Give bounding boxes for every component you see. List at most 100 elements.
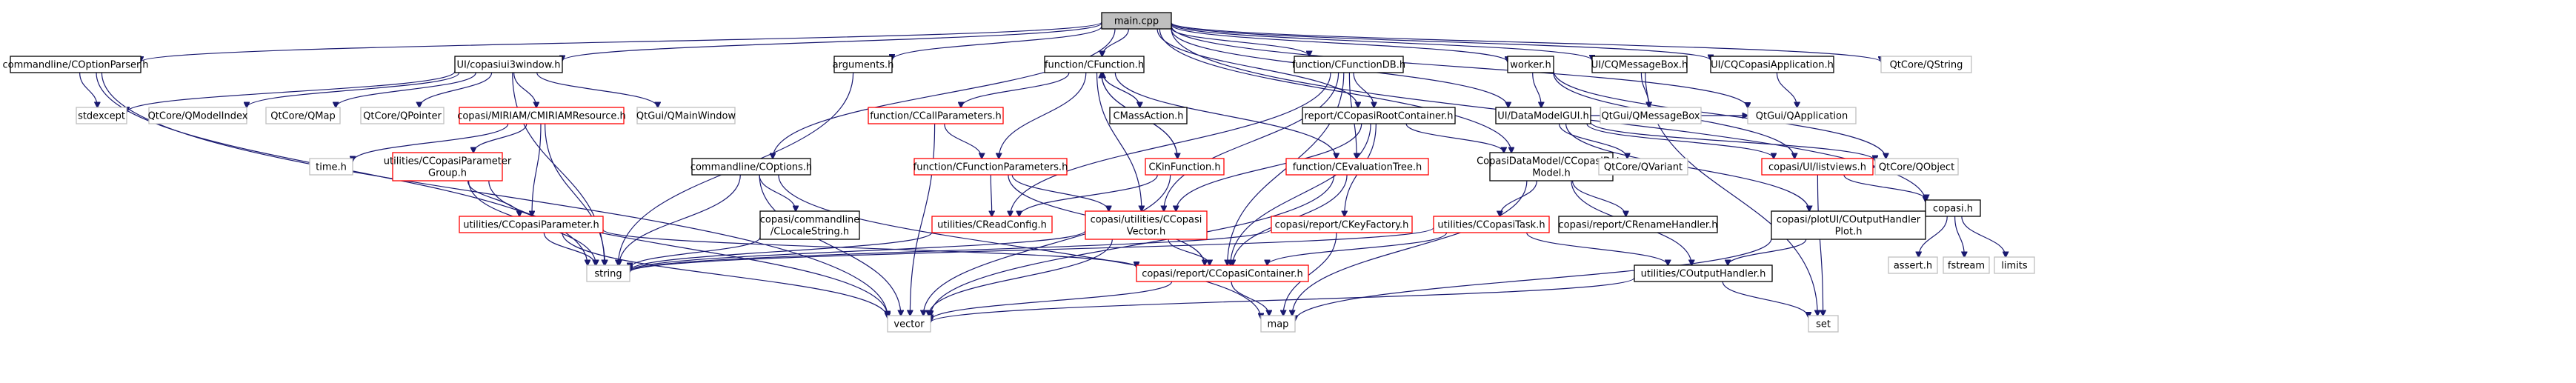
node-box (1109, 107, 1188, 124)
edge-main-to-coptions (773, 28, 1116, 159)
edge-main-to-copasiui3window (562, 22, 1102, 61)
edge-cfunctionparameters-to-ccopasivector (1011, 174, 1108, 211)
node-label: /CLocaleString.h (771, 227, 849, 238)
edge-cfunction-to-cfunctionparameters (999, 72, 1087, 159)
node-label: copasi/UI/listviews.h (1768, 162, 1866, 173)
node-ccopasitask[interactable]: utilities/CCopasiTask.h (1433, 216, 1550, 233)
node-label: QtCore/QVariant (1604, 162, 1683, 173)
node-cdatamodelgui[interactable]: UI/DataModelGUI.h (1495, 107, 1591, 124)
node-cfunctionparameters[interactable]: function/CFunctionParameters.h (913, 158, 1068, 176)
node-qmainwindow: QtGui/QMainWindow (636, 107, 736, 124)
node-label: UI/CQMessageBox.h (1591, 60, 1688, 71)
node-ccopasirootcontainer[interactable]: report/CCopasiRootContainer.h (1302, 107, 1456, 124)
edge-cmiriamresource-to-time (353, 123, 509, 161)
edge-cmiriamresource-to-ccopasiparametergroup (473, 123, 527, 153)
node-cevaluationtree[interactable]: function/CEvaluationTree.h (1285, 158, 1429, 176)
node-coptionparser[interactable]: commandline/COptionParser.h (2, 56, 149, 73)
node-box (1507, 56, 1554, 73)
node-label: UI/DataModelGUI.h (1497, 111, 1589, 122)
edge-cmiriamresource-to-string (545, 123, 605, 265)
edge-copasiui3window-to-qmodelindex (247, 72, 460, 107)
node-box (1747, 107, 1857, 124)
node-box (1710, 56, 1834, 73)
edge-ccallparameters-to-cfunctionparameters (944, 123, 982, 159)
node-label: copasi.h (1933, 204, 1973, 215)
edge-ccopasitask-to-coutputhandler (1526, 232, 1668, 265)
node-box (1044, 56, 1145, 73)
node-label: worker.h (1510, 60, 1551, 71)
edge-creadconfig-to-string (630, 232, 933, 270)
node-box (1598, 158, 1688, 176)
node-ccallparameters[interactable]: function/CCallParameters.h (868, 107, 1004, 124)
node-fstream: fstream (1943, 256, 1990, 274)
edge-ccopasidatamodel-to-map (1292, 180, 1528, 316)
node-label: UI/CQCopasiApplication.h (1711, 60, 1834, 71)
edge-cqcopasiapplication-to-qapplication (1776, 72, 1797, 107)
node-creadconfig[interactable]: utilities/CReadConfig.h (931, 216, 1053, 233)
node-arguments[interactable]: arguments.h (833, 56, 894, 73)
edge-ckinfunction-to-creadconfig (1019, 174, 1158, 216)
node-box (459, 216, 604, 233)
node-box (1600, 107, 1702, 124)
edge-coptionparser-to-stdexcept (79, 72, 98, 107)
node-box (76, 107, 127, 124)
node-box (1558, 216, 1718, 233)
node-cfunctiondb[interactable]: function/CFunctionDB.h (1292, 56, 1405, 73)
node-box (1874, 158, 1959, 176)
node-copasi_h[interactable]: copasi.h (1925, 199, 1981, 217)
edge-cdatamodelgui-to-qvariant (1558, 123, 1628, 159)
node-label: QtGui/QMessageBox (1601, 111, 1700, 122)
edge-ccopasirootcontainer-to-ccopasicontainer (1231, 123, 1371, 265)
node-ccopasicontainer[interactable]: copasi/report/CCopasiContainer.h (1136, 264, 1309, 282)
node-ckeyfactory[interactable]: copasi/report/CKeyFactory.h (1271, 216, 1413, 233)
node-label: copasi/report/CKeyFactory.h (1275, 220, 1409, 231)
edge-coptions-to-vector (759, 174, 901, 316)
node-box (1925, 199, 1981, 217)
node-cqcopasiapplication[interactable]: UI/CQCopasiApplication.h (1710, 56, 1834, 73)
edge-ckeyfactory-to-map (1283, 232, 1337, 316)
edge-copasi_h-to-limits (1961, 216, 2006, 257)
node-label: utilities/CCopasiParameter (384, 156, 512, 167)
node-clocalestring[interactable]: copasi/commandline/CLocaleString.h (759, 210, 860, 240)
edge-ccopasitask-to-string (630, 227, 1434, 272)
node-cfunction[interactable]: function/CFunction.h (1044, 56, 1145, 73)
node-worker[interactable]: worker.h (1507, 56, 1554, 73)
node-main[interactable]: main.cpp (1101, 12, 1172, 30)
edge-copasiui3window-to-string (512, 72, 605, 265)
edge-cdatamodelgui-to-qobject (1590, 121, 1875, 161)
node-ckinfunction[interactable]: CKinFunction.h (1145, 158, 1225, 176)
node-label: limits (2001, 261, 2028, 272)
edge-ccopasivector-to-string (630, 230, 1086, 271)
edge-copasiui3window-to-qmap (336, 72, 476, 107)
node-label: assert.h (1894, 261, 1932, 272)
node-label: copasi/MIRIAM/CMIRIAMResource.h (457, 111, 626, 122)
node-set: set (1808, 315, 1839, 333)
node-coptions[interactable]: commandline/COptions.h (690, 158, 812, 176)
node-cqmessagebox[interactable]: UI/CQMessageBox.h (1591, 56, 1688, 73)
edge-ccallparameters-to-vector (910, 123, 936, 316)
node-box (1433, 216, 1550, 233)
edge-main-to-worker (1171, 24, 1508, 61)
node-listviews[interactable]: copasi/UI/listviews.h (1761, 158, 1874, 176)
node-crenamehandler[interactable]: copasi/report/CRenameHandler.h (1558, 216, 1718, 233)
node-box (1260, 315, 1296, 333)
edge-main-to-cfunction (1102, 28, 1129, 56)
edge-main-to-qapplication (1171, 25, 1748, 108)
node-copasiui3window[interactable]: UI/copasiui3window.h (454, 56, 563, 73)
node-cmiriamresource[interactable]: copasi/MIRIAM/CMIRIAMResource.h (457, 107, 626, 124)
edge-listviews-to-set (1817, 174, 1823, 316)
node-coutputhandler[interactable]: utilities/COutputHandler.h (1634, 264, 1773, 282)
edge-cfunction-to-cevaluationtree (1114, 72, 1336, 159)
node-label: Vector.h (1127, 227, 1166, 238)
edge-ccopasirootcontainer-to-ccopasivector (1176, 123, 1362, 211)
node-copasiparameter[interactable]: utilities/CCopasiParameter.h (459, 216, 604, 233)
edge-cqmessagebox-to-qmessagebox (1640, 72, 1648, 107)
node-label: function/CFunctionParameters.h (913, 162, 1068, 173)
node-cmassaction[interactable]: CMassAction.h (1109, 107, 1188, 124)
node-label: CMassAction.h (1114, 111, 1184, 122)
node-box (360, 107, 445, 124)
